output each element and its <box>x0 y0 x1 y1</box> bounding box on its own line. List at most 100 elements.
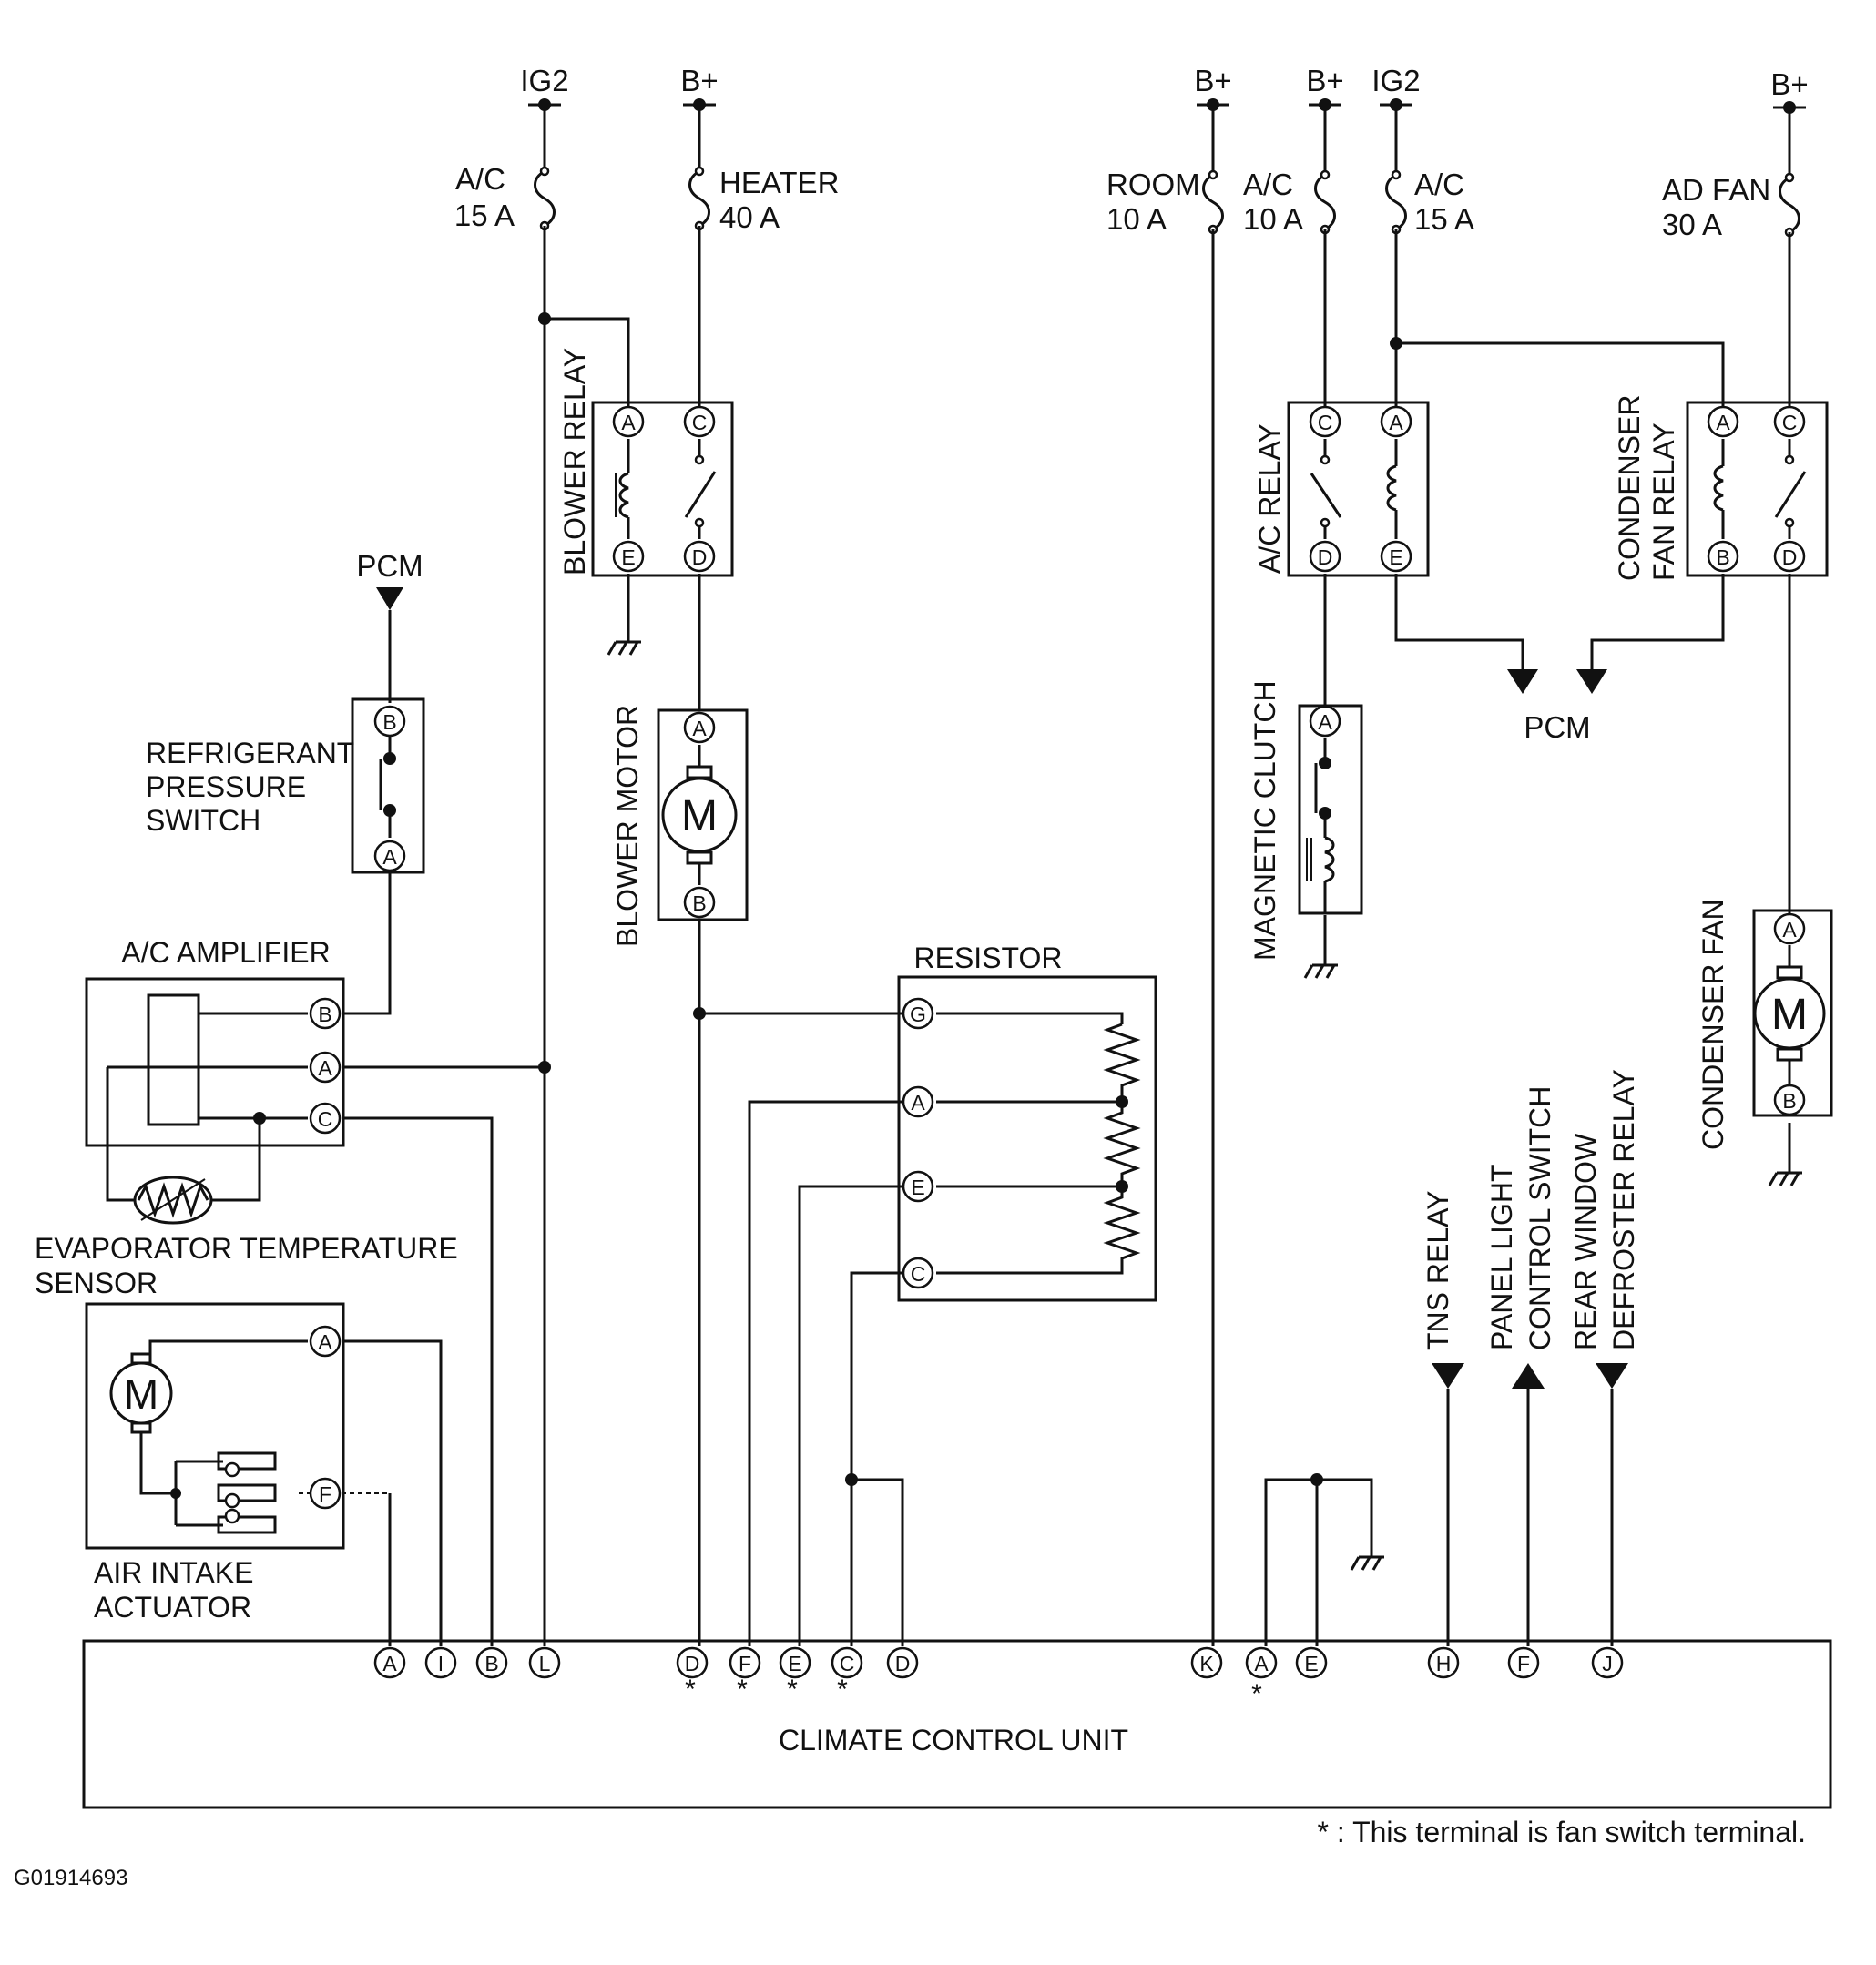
fuse-ac-15a-left <box>534 105 556 231</box>
svg-text:K: K <box>1199 1652 1214 1675</box>
terminal-ac-relay-E: E <box>1380 540 1412 573</box>
fuse-ac-15a-right <box>1385 105 1407 235</box>
svg-text:J: J <box>1602 1652 1613 1675</box>
terminal-ccu-D: D <box>886 1646 919 1679</box>
blower-motor-label: BLOWER MOTOR <box>611 705 644 947</box>
terminal-ccu-B: B <box>475 1646 508 1679</box>
evap-label-1: EVAPORATOR TEMPERATURE <box>35 1232 458 1265</box>
bplus-supply-label-4: B+ <box>1770 67 1808 101</box>
terminal-ac-amplifier-C: C <box>309 1102 342 1135</box>
bplus-supply-label-1: B+ <box>680 64 718 97</box>
svg-text:B: B <box>692 891 706 915</box>
fuse-ad-fan-30a <box>1779 107 1800 238</box>
svg-text:A: A <box>1318 710 1332 734</box>
terminal-blower-motor-B: B <box>683 886 716 919</box>
svg-text:C: C <box>911 1262 926 1286</box>
pcm-label-top: PCM <box>356 549 423 583</box>
svg-text:A: A <box>318 1056 332 1080</box>
ig2-supply-label-1: IG2 <box>520 64 568 97</box>
svg-text:A: A <box>621 411 636 434</box>
pcm-arrow-condenser-relay <box>1576 669 1607 694</box>
blower-relay-label: BLOWER RELAY <box>558 348 591 575</box>
asterisk-ccu-e: * <box>787 1675 798 1705</box>
svg-text:D: D <box>685 1652 700 1675</box>
blower-motor: M <box>657 708 749 921</box>
svg-text:C: C <box>1318 411 1333 434</box>
asterisk-ccu-a: * <box>1251 1679 1262 1709</box>
svg-text:D: D <box>1782 545 1798 569</box>
fuse-ac-15a-left-name: A/C <box>455 162 505 196</box>
tns-relay-label: TNS RELAY <box>1422 1191 1454 1350</box>
climate-control-unit-box <box>82 1639 1832 1809</box>
terminal-ccu-L: L <box>528 1646 561 1679</box>
bplus-supply-label-3: B+ <box>1306 64 1343 97</box>
panel-light-switch-arrow <box>1512 1363 1545 1389</box>
svg-text:A: A <box>1782 918 1797 942</box>
svg-text:E: E <box>621 545 635 569</box>
condenser-fan-relay-label-1: CONDENSER <box>1613 395 1646 581</box>
terminal-condenser-fan-relay-C: C <box>1773 405 1806 438</box>
condenser-fan-relay <box>1686 401 1829 577</box>
svg-text:A: A <box>382 1652 397 1675</box>
svg-text:B: B <box>1716 545 1729 569</box>
terminal-air-intake-F: F <box>309 1477 342 1510</box>
rear-window-label-2: DEFROSTER RELAY <box>1607 1069 1640 1350</box>
magnetic-clutch <box>1298 704 1363 915</box>
svg-text:A: A <box>692 717 707 740</box>
fuse-ac-10a <box>1314 105 1336 235</box>
svg-text:D: D <box>1318 545 1333 569</box>
pcm-label-right: PCM <box>1524 710 1590 744</box>
svg-text:A: A <box>911 1091 925 1115</box>
terminal-magnetic-clutch-A: A <box>1309 705 1341 738</box>
terminal-ccu-F: F <box>1507 1646 1540 1679</box>
svg-text:E: E <box>1389 545 1402 569</box>
condenser-fan-symbol: M <box>1771 991 1808 1039</box>
terminal-blower-relay-C: C <box>683 405 716 438</box>
svg-text:E: E <box>1304 1652 1318 1675</box>
rear-window-defroster-arrow <box>1596 1363 1628 1389</box>
fuse-ac-10a-rating: 10 A <box>1243 202 1303 236</box>
terminal-refrigerant-switch-B: B <box>373 705 406 738</box>
terminal-ac-amplifier-A: A <box>309 1051 342 1084</box>
svg-text:A: A <box>1716 411 1730 434</box>
fuse-ad-fan-name: AD FAN <box>1662 173 1770 207</box>
terminal-ccu-C: C <box>831 1646 863 1679</box>
terminal-condenser-fan-relay-B: B <box>1707 540 1739 573</box>
ig2-supply-label-2: IG2 <box>1371 64 1420 97</box>
asterisk-ccu-d: * <box>685 1675 696 1705</box>
svg-text:C: C <box>318 1107 333 1131</box>
svg-text:F: F <box>739 1652 751 1675</box>
terminal-ccu-F: F <box>729 1646 761 1679</box>
terminal-resistor-A: A <box>902 1085 934 1118</box>
terminal-ccu-E: E <box>1295 1646 1328 1679</box>
terminal-resistor-G: G <box>902 997 934 1030</box>
fuse-ac-15a-right-name: A/C <box>1414 168 1464 201</box>
svg-text:F: F <box>1517 1652 1530 1675</box>
terminal-ac-amplifier-B: B <box>309 997 342 1030</box>
fuse-ac-15a-left-rating: 15 A <box>454 199 515 232</box>
ac-amplifier-label: A/C AMPLIFIER <box>121 936 330 969</box>
svg-text:G: G <box>910 1003 926 1026</box>
fuse-ac-10a-name: A/C <box>1243 168 1293 201</box>
terminal-refrigerant-switch-A: A <box>373 840 406 872</box>
terminal-blower-relay-A: A <box>612 405 645 438</box>
footnote: * : This terminal is fan switch terminal… <box>1318 1816 1806 1848</box>
fuse-heater-name: HEATER <box>719 166 839 199</box>
svg-text:B: B <box>382 710 396 734</box>
terminal-ccu-I: I <box>424 1646 457 1679</box>
tns-relay-arrow <box>1432 1363 1464 1389</box>
terminal-ccu-E: E <box>779 1646 811 1679</box>
pcm-output-arrow <box>376 587 403 610</box>
evap-label-2: SENSOR <box>35 1267 158 1299</box>
refrigerant-pressure-switch <box>351 697 425 874</box>
blower-motor-symbol: M <box>681 792 718 840</box>
terminal-ccu-A: A <box>373 1646 406 1679</box>
terminal-blower-relay-D: D <box>683 540 716 573</box>
rear-window-label-1: REAR WINDOW <box>1569 1133 1602 1350</box>
climate-control-unit-label: CLIMATE CONTROL UNIT <box>779 1724 1128 1756</box>
terminal-condenser-fan-relay-A: A <box>1707 405 1739 438</box>
fuse-heater-rating: 40 A <box>719 200 780 234</box>
